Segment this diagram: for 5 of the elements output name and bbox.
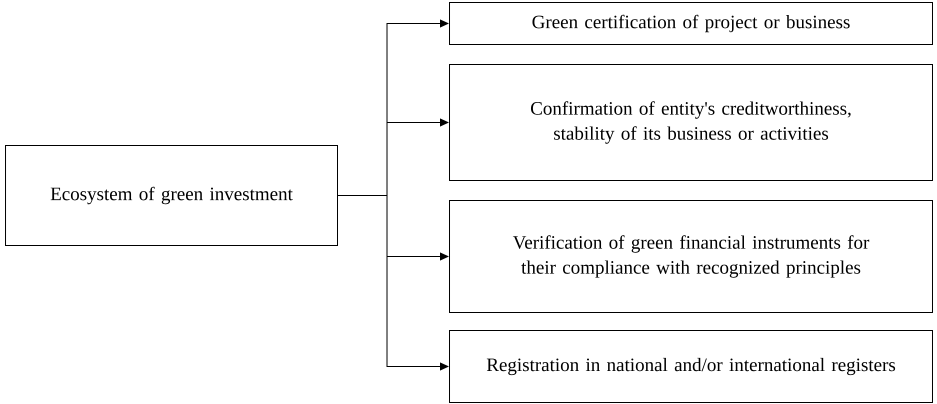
text-box: Verification of green financial instruments for their compliance with recognized principles [449, 200, 933, 313]
text-box: Ecosystem of green investment [5, 145, 338, 246]
text-box: Confirmation of entity's creditworthiness, stability of its business or activities [449, 64, 933, 181]
text-box: Registration in national and/or international registers [449, 330, 933, 403]
text-box: Green certification of project or business [449, 2, 933, 45]
